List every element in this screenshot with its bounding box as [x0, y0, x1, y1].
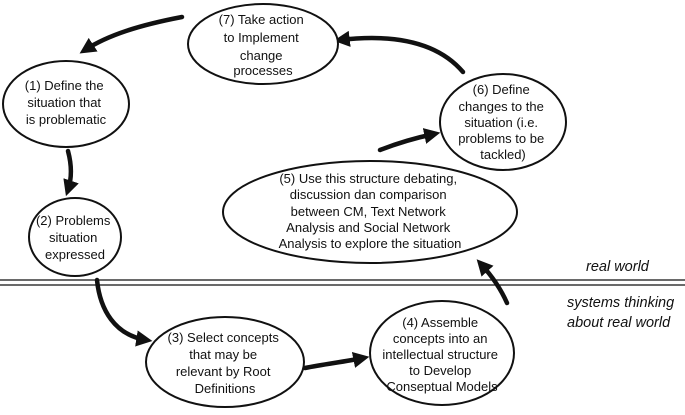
- step-1-line-2: situation that: [27, 95, 101, 110]
- step-4-line-4: to Develop: [409, 363, 471, 378]
- systems-thinking-label-line-2: about real world: [567, 315, 671, 331]
- arrow-7-to-1: [79, 14, 185, 54]
- step-6-line-4: problems to be: [458, 131, 544, 146]
- systems-thinking-label-line-1: systems thinking: [567, 295, 674, 311]
- svg-text:(7) Take action to Imple: (7) Take action to Implement change proc…: [219, 12, 308, 78]
- step-4-line-3: intellectual structure: [382, 347, 498, 362]
- step-5-line-3: between CM, Text Network: [291, 204, 447, 219]
- arrow-5-to-6: [377, 128, 441, 153]
- step-7-line-3: change: [240, 48, 283, 63]
- step-1-node: (1) Define the situation that is problem…: [2, 60, 130, 148]
- step-4-line-1: (4) Assemble: [402, 315, 478, 330]
- arrow-2-to-3: [94, 277, 153, 347]
- step-5-node: (5) Use this structure debating, discuss…: [222, 160, 518, 264]
- svg-text:(3) Select concepts that: (3) Select concepts that may be relevant…: [168, 330, 283, 396]
- step-6-line-3: situation (i.e.: [464, 115, 538, 130]
- step-5-line-4: Analysis and Social Network: [286, 220, 451, 235]
- step-2-node: (2) Problems situation expressed: [28, 197, 122, 277]
- step-5-line-2: discussion dan comparison: [290, 187, 447, 202]
- step-1-line-1: (1) Define the: [25, 78, 104, 93]
- real-world-divider: [0, 279, 685, 286]
- real-world-label: real world: [586, 259, 650, 275]
- step-1-line-3: is problematic: [26, 112, 107, 127]
- step-2-line-1: (2) Problems: [36, 213, 111, 228]
- arrow-1-to-2: [63, 148, 79, 197]
- step-6-line-5: tackled): [480, 147, 526, 162]
- step-6-line-2: changes to the: [459, 99, 544, 114]
- step-5-line-5: Analysis to explore the situation: [279, 236, 462, 251]
- svg-text:(4) Assemble concepts in: (4) Assemble concepts into an intellectu…: [382, 315, 501, 394]
- step-4-line-2: concepts into an: [393, 331, 488, 346]
- step-6-node: (6) Define changes to the situation (i.e…: [439, 73, 567, 171]
- step-2-line-2: situation: [49, 230, 97, 245]
- step-3-line-1: (3) Select concepts: [168, 330, 280, 345]
- step-3-node: (3) Select concepts that may be relevant…: [145, 316, 305, 408]
- step-3-line-4: Definitions: [195, 381, 256, 396]
- svg-text:(6) Define changes to th: (6) Define changes to the situation (i.e…: [458, 82, 548, 162]
- arrow-3-to-4: [302, 351, 370, 371]
- step-7-line-2: to Implement: [224, 30, 300, 45]
- step-6-line-1: (6) Define: [473, 82, 530, 97]
- step-5-line-1: (5) Use this structure debating,: [279, 171, 457, 186]
- arrow-6-to-7: [333, 30, 466, 75]
- svg-text:(5) Use this structure debatin: (5) Use this structure debating, discuss…: [279, 171, 462, 251]
- step-7-node: (7) Take action to Implement change proc…: [187, 3, 339, 85]
- svg-text:(1) Define the situation: (1) Define the situation that is problem…: [25, 78, 107, 127]
- step-3-line-3: relevant by Root: [176, 364, 271, 379]
- step-7-line-1: (7) Take action: [219, 12, 304, 27]
- step-4-line-5: Conseptual Models: [386, 379, 498, 394]
- arrow-4-to-5: [476, 259, 510, 306]
- svg-text:(2) Problems situation: (2) Problems situation expressed: [36, 213, 114, 262]
- step-2-line-3: expressed: [45, 247, 105, 262]
- step-7-line-4: processes: [233, 63, 293, 78]
- step-4-node: (4) Assemble concepts into an intellectu…: [369, 300, 515, 406]
- step-3-line-2: that may be: [189, 347, 257, 362]
